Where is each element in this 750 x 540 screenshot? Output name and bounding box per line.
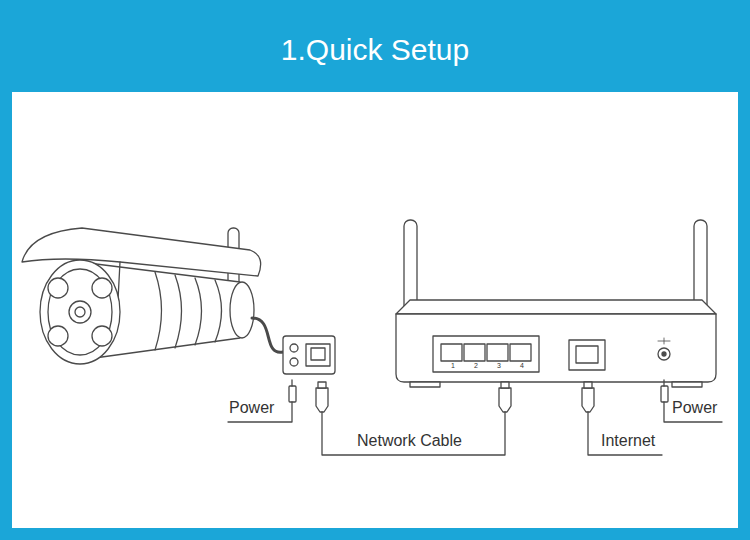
ir-led bbox=[92, 278, 112, 298]
rj45-port-inner bbox=[311, 348, 325, 360]
lan-port bbox=[464, 344, 485, 361]
internet-cable bbox=[588, 412, 662, 455]
white-panel bbox=[12, 92, 738, 528]
port-number: 3 bbox=[495, 362, 503, 370]
router-foot bbox=[410, 382, 440, 387]
camera-back-cap bbox=[230, 282, 254, 338]
rj45-port bbox=[306, 344, 330, 366]
rj45-plug-tip bbox=[584, 382, 592, 388]
camera-lens bbox=[69, 301, 91, 323]
camera-front-ring bbox=[48, 269, 112, 355]
dc-jack bbox=[290, 358, 298, 366]
camera-pigtail bbox=[252, 318, 283, 352]
lan-port bbox=[510, 344, 531, 361]
plug-pin bbox=[291, 380, 292, 386]
ir-led bbox=[48, 278, 68, 298]
cable-label: Network Cable bbox=[357, 432, 462, 450]
port-number: 1 bbox=[449, 362, 457, 370]
router-top bbox=[396, 300, 716, 314]
lan-block bbox=[433, 336, 539, 372]
rj45-plug bbox=[582, 388, 594, 412]
power-label: Power bbox=[672, 399, 717, 417]
router-power-jack bbox=[658, 348, 670, 360]
cable-label: Internet bbox=[601, 432, 655, 450]
plug-pin bbox=[663, 380, 664, 386]
router-front bbox=[396, 314, 716, 382]
camera-fins bbox=[155, 272, 222, 350]
ir-led bbox=[92, 326, 112, 346]
lan-port bbox=[441, 344, 462, 361]
power-plug bbox=[661, 386, 668, 402]
dc-jack bbox=[290, 344, 298, 352]
router-power-pin bbox=[662, 352, 666, 356]
connector-box bbox=[283, 336, 335, 374]
wan-port bbox=[576, 346, 598, 363]
port-number: 2 bbox=[472, 362, 480, 370]
network-cable bbox=[322, 412, 505, 455]
power-label: Power bbox=[229, 399, 274, 417]
rj45-plug-tip bbox=[501, 382, 509, 388]
lan-port bbox=[487, 344, 508, 361]
router-foot bbox=[672, 382, 702, 387]
ir-led bbox=[48, 326, 68, 346]
camera-lens-inner bbox=[75, 307, 85, 317]
camera-front bbox=[40, 260, 120, 364]
rj45-plug-tip bbox=[318, 382, 326, 388]
rj45-plug bbox=[499, 388, 511, 412]
port-number: 4 bbox=[518, 362, 526, 370]
wan-block bbox=[569, 340, 605, 370]
page-title: 1.Quick Setup bbox=[0, 33, 750, 66]
polarity-mark bbox=[658, 338, 670, 344]
power-plug bbox=[289, 386, 296, 402]
rj45-plug bbox=[316, 388, 328, 412]
